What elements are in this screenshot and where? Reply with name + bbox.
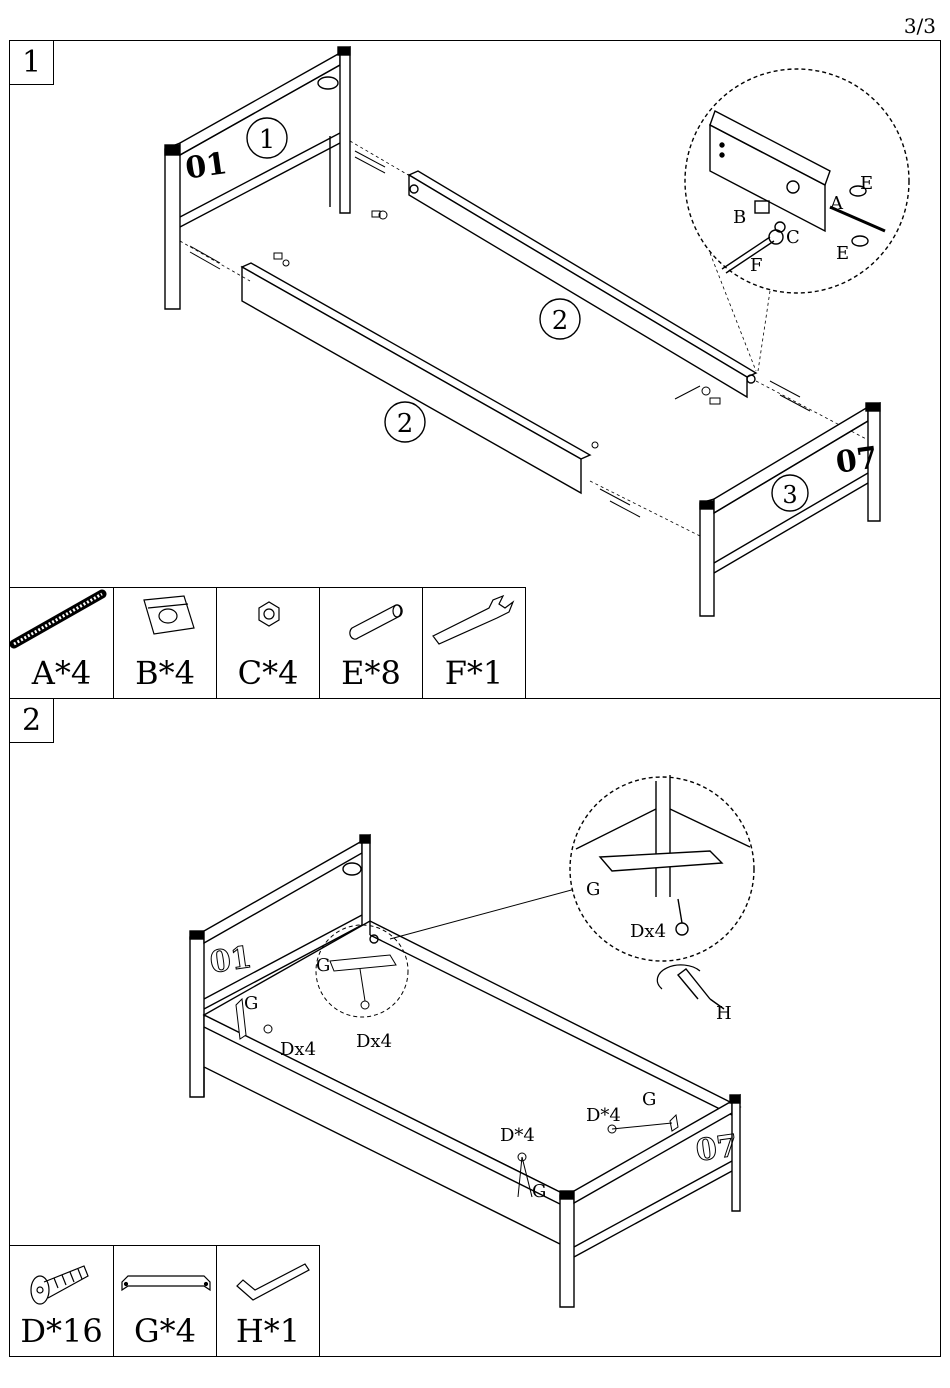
label-d-head-left: Dx4 [280,1039,316,1060]
part-d: D*16 [10,1246,113,1356]
callout-headboard: 1 [259,125,276,155]
headboard-number: 01 [183,146,229,186]
label-c: C [786,227,800,248]
callout-footboard: 3 [782,481,797,509]
step-2-panel: 01 07 [9,698,941,1357]
label-d-foot-left: D*4 [500,1125,535,1146]
part-b-label: B*4 [114,654,216,692]
page-number: 3/3 [904,14,936,38]
footboard-number-2: 07 [694,1128,740,1168]
label-d-head-center: Dx4 [356,1031,392,1052]
label-g-head-left: G [244,993,258,1014]
part-h-label: H*1 [217,1312,319,1350]
part-f: F*1 [422,588,525,698]
step-1-parts-list: A*4 B*4 C*4 E*8 [10,587,526,698]
footboard-number: 07 [834,440,880,480]
label-g-head-center: G [316,955,330,976]
label-e-top: E [860,173,873,194]
part-c: C*4 [216,588,319,698]
part-g: G*4 [113,1246,216,1356]
part-h: H*1 [216,1246,319,1356]
footboard: 07 3 [700,403,880,616]
hardware-zoom-detail: E A B C E F [685,69,909,371]
step-1-number: 1 [10,41,54,85]
part-e: E*8 [319,588,422,698]
label-e-bottom: E [836,243,849,264]
part-d-label: D*16 [10,1312,113,1350]
part-f-label: F*1 [423,654,525,692]
step-1-panel: 01 1 2 2 [9,40,941,699]
part-b: B*4 [113,588,216,698]
part-g-label: G*4 [114,1312,216,1350]
headboard-number-2: 01 [208,940,254,980]
front-rail: 2 [242,263,590,493]
label-d-foot-right: D*4 [586,1105,621,1126]
step-2-number: 2 [10,699,54,743]
label-f: F [750,255,763,276]
label-g-foot-left: G [532,1181,546,1202]
label-d-zoom: Dx4 [630,921,666,942]
label-b: B [733,207,746,228]
allen-key-rotation-icon [657,965,724,1009]
part-a-label: A*4 [10,654,113,692]
callout-back-rail: 2 [552,306,569,336]
label-g-foot-right: G [642,1089,656,1110]
label-a: A [829,193,844,214]
part-a: A*4 [10,588,113,698]
label-h-tool: H [716,1003,732,1024]
part-c-label: C*4 [217,654,319,692]
callout-front-rail: 2 [397,409,414,439]
label-g-zoom: G [586,879,600,900]
part-e-label: E*8 [320,654,422,692]
step-2-parts-list: D*16 G*4 H*1 [10,1245,320,1356]
